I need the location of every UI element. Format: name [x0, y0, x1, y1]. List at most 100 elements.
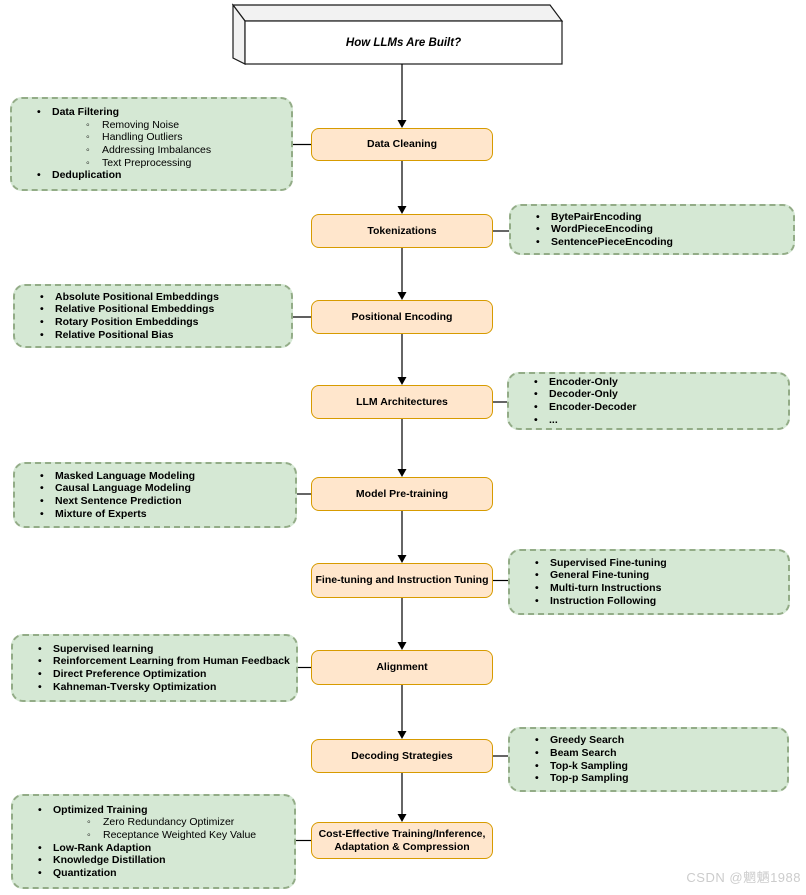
list-item: •Supervised Fine-tuning [514, 557, 784, 570]
stage-box-positional-encoding: Positional Encoding [311, 300, 493, 334]
bullet-dot-icon: • [40, 316, 44, 328]
bullet-dot-icon: • [37, 169, 41, 182]
list-item-label: Instruction Following [550, 594, 657, 607]
arrowhead-down-icon [397, 731, 407, 739]
bullet-dot-icon: • [535, 734, 539, 747]
list-item-label: Next Sentence Prediction [55, 495, 182, 507]
bullet-circle-icon: ◦ [86, 118, 90, 131]
list-item: •Absolute Positional Embeddings [19, 291, 287, 304]
list-item-label: Kahneman-Tversky Optimization [53, 680, 217, 693]
list-item-label: Addressing Imbalances [102, 144, 212, 156]
side-box-positional-encoding: •Absolute Positional Embeddings•Relative… [13, 284, 293, 348]
list-item: •Optimized Training [17, 804, 290, 817]
list-item: •Supervised learning [17, 643, 292, 656]
bullet-dot-icon: • [38, 854, 42, 867]
bullet-dot-icon: • [534, 401, 538, 413]
list-item: •Next Sentence Prediction [19, 495, 291, 508]
list-item-label: Text Preprocessing [102, 156, 192, 169]
bullet-dot-icon: • [40, 290, 44, 303]
list-item: •Kahneman-Tversky Optimization [17, 681, 292, 694]
list-item: • Greedy Search [514, 734, 783, 747]
stage-label: Fine-tuning and Instruction Tuning [315, 574, 489, 586]
list-item-label: Top-k Sampling [550, 759, 628, 772]
list-item: •Low-Rank Adaption [17, 842, 290, 855]
list-item: • BytePairEncoding [515, 211, 789, 224]
list-item-label: Direct Preference Optimization [53, 668, 207, 680]
list-item: ◦Receptance Weighted Key Value [17, 829, 290, 842]
list-item: •Instruction Following [514, 595, 784, 608]
list-item-label: Rotary Position Embeddings [55, 316, 199, 328]
list-item: • Relative Positional Embeddings [19, 303, 287, 316]
bullet-dot-icon: • [37, 106, 41, 119]
arrowhead-down-icon [397, 642, 407, 650]
list-item-label: Relative Positional Embeddings [55, 303, 215, 316]
arrowhead-down-icon [397, 206, 407, 214]
side-box-data-cleaning: •Data Filtering◦Removing Noise◦Handling … [10, 97, 293, 191]
bullet-dot-icon: • [40, 303, 44, 316]
list-item: •Multi-turn Instructions [514, 582, 784, 595]
bullet-dot-icon: • [40, 507, 44, 520]
bullet-dot-icon: • [40, 469, 44, 482]
stage-label: Tokenizations [367, 224, 437, 237]
stage-box-data-cleaning: Data Cleaning [311, 128, 493, 161]
list-item-label: General Fine-tuning [550, 569, 650, 582]
bullet-dot-icon: • [38, 655, 42, 668]
stage-box-tokenizations: Tokenizations [311, 214, 493, 248]
bullet-dot-icon: • [534, 375, 538, 388]
list-item: •WordPieceEncoding [515, 223, 789, 236]
side-box-llm-architectures: •Encoder-Only•Decoder-Only•Encoder-Decod… [507, 372, 790, 430]
list-item: • Decoder-Only [513, 388, 784, 401]
list-item-label: Quantization [53, 866, 117, 879]
bullet-dot-icon: • [38, 803, 42, 816]
list-item-label: Data Filtering [52, 106, 120, 119]
bullet-dot-icon: • [536, 223, 540, 236]
list-item-label: ... [549, 413, 558, 426]
arrowhead-down-icon [397, 469, 407, 477]
list-item: • Rotary Position Embeddings [19, 316, 287, 329]
cube-top-face [231, 4, 564, 22]
watermark: CSDN @魍魉1988 [686, 870, 801, 885]
side-box-cost-effective-training-inference-adapta: •Optimized Training◦Zero Redundancy Opti… [11, 794, 296, 889]
bullet-dot-icon: • [38, 866, 42, 879]
bullet-dot-icon: • [536, 210, 540, 223]
stage-box-decoding-strategies: Decoding Strategies [311, 739, 493, 773]
arrowhead-down-icon [397, 292, 407, 300]
list-item: • Reinforcement Learning from Human Feedb… [17, 655, 292, 668]
stage-box-alignment: Alignment [311, 650, 493, 685]
bullet-dot-icon: • [40, 482, 44, 495]
bullet-dot-icon: • [535, 556, 539, 569]
title-cube [231, 3, 564, 65]
stage-box-fine-tuning-and-instruction-tuning: Fine-tuning and Instruction Tuning [311, 563, 493, 598]
list-item-label: Deduplication [52, 169, 122, 182]
list-item: •Mixture of Experts [19, 508, 291, 521]
list-item-label: Reinforcement Learning from Human Feedba… [53, 655, 290, 668]
bullet-dot-icon: • [535, 582, 539, 594]
list-item: •Relative Positional Bias [19, 329, 287, 342]
list-item-label: Decoder-Only [549, 388, 618, 401]
list-item: •Top-k Sampling [514, 760, 783, 773]
stage-box-llm-architectures: LLM Architectures [311, 385, 493, 419]
list-item-label: SentencePieceEncoding [551, 235, 673, 248]
bullet-circle-icon: ◦ [86, 156, 90, 169]
side-box-decoding-strategies: •Greedy Search•Beam Search•Top-k Samplin… [508, 727, 789, 792]
list-item-label: Supervised learning [53, 642, 154, 655]
list-item-label: BytePairEncoding [551, 210, 642, 223]
bullet-dot-icon: • [535, 746, 539, 759]
stage-label: Model Pre-training [355, 487, 449, 500]
stage-label: Cost-Effective Training/Inference, Adapt… [318, 827, 486, 853]
cube-front-face [244, 20, 563, 65]
list-item: •General Fine-tuning [514, 569, 784, 582]
list-item: ◦Removing Noise [16, 119, 287, 132]
list-item-label: Greedy Search [550, 734, 625, 747]
list-item-label: Top-p Sampling [550, 772, 629, 785]
list-item: ◦ Text Preprocessing [16, 157, 287, 170]
list-item: •Beam Search [514, 747, 783, 760]
list-item-label: Zero Redundancy Optimizer [103, 816, 235, 829]
bullet-dot-icon: • [534, 388, 538, 401]
arrowhead-down-icon [397, 814, 407, 822]
list-item: •Direct Preference Optimization [17, 668, 292, 681]
list-item: •SentencePieceEncoding [515, 236, 789, 249]
stage-label: Data Cleaning [366, 138, 437, 150]
bullet-circle-icon: ◦ [86, 144, 90, 156]
